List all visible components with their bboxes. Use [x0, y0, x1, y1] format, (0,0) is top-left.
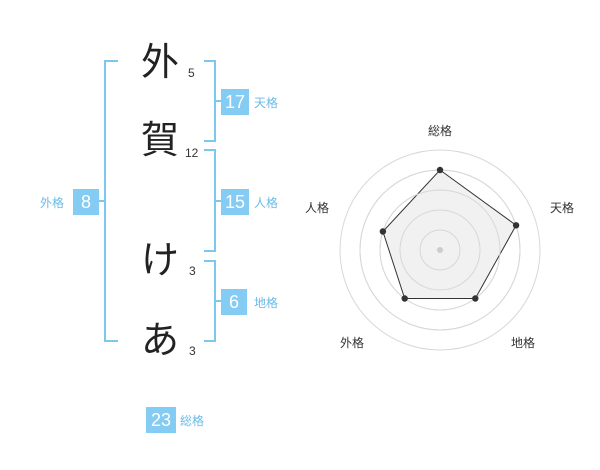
gaikaku-label: 外格 — [40, 196, 65, 210]
radar-inner-ring-1 — [419, 229, 461, 271]
gaikaku-badge: 8 — [73, 189, 99, 215]
radar-inner-ring-2 — [399, 209, 481, 291]
radar-point-3 — [472, 295, 479, 302]
tenkaku-tick — [216, 100, 222, 102]
radar-point-1 — [436, 166, 444, 174]
radar-center — [437, 247, 443, 253]
radar-inner-ring-3 — [379, 189, 501, 311]
stroke-count-2: 12 — [185, 146, 199, 160]
name-char-2: 賀 — [141, 118, 180, 162]
jinkaku-badge: 15 — [221, 189, 249, 215]
jinkaku-bracket — [204, 149, 216, 252]
radar-label-jinkaku: 人格 — [305, 201, 330, 215]
chikaku-bracket — [204, 260, 216, 342]
radar-point-2 — [512, 222, 520, 229]
jinkaku-tick — [216, 200, 222, 202]
chikaku-tick — [216, 300, 222, 302]
radar-ring-5 — [339, 149, 541, 351]
radar-point-5 — [379, 228, 387, 235]
radar-label-tenkaku: 天格 — [550, 201, 575, 215]
stroke-count-3: 3 — [189, 264, 196, 278]
stroke-count-4: 3 — [189, 344, 196, 358]
chikaku-badge: 6 — [221, 289, 247, 315]
name-char-4: あ — [141, 318, 180, 362]
gaikaku-bracket — [104, 60, 118, 342]
radar-point-4 — [401, 295, 408, 302]
jinkaku-label: 人格 — [254, 196, 279, 210]
tenkaku-badge: 17 — [221, 89, 249, 115]
radar-label-gaikaku: 外格 — [340, 336, 365, 350]
radar-label-chikaku: 地格 — [511, 336, 536, 350]
soukaku-badge: 23 — [146, 407, 176, 433]
chikaku-label: 地格 — [254, 296, 279, 310]
name-char-3: け — [141, 238, 180, 282]
stroke-count-1: 5 — [188, 66, 195, 80]
tenkaku-label: 天格 — [254, 96, 279, 110]
tenkaku-bracket — [204, 60, 216, 142]
soukaku-label: 総格 — [180, 414, 205, 428]
radar-area — [382, 169, 517, 299]
radar-label-soukaku: 総格 — [428, 124, 453, 138]
name-char-1: 外 — [141, 40, 180, 84]
